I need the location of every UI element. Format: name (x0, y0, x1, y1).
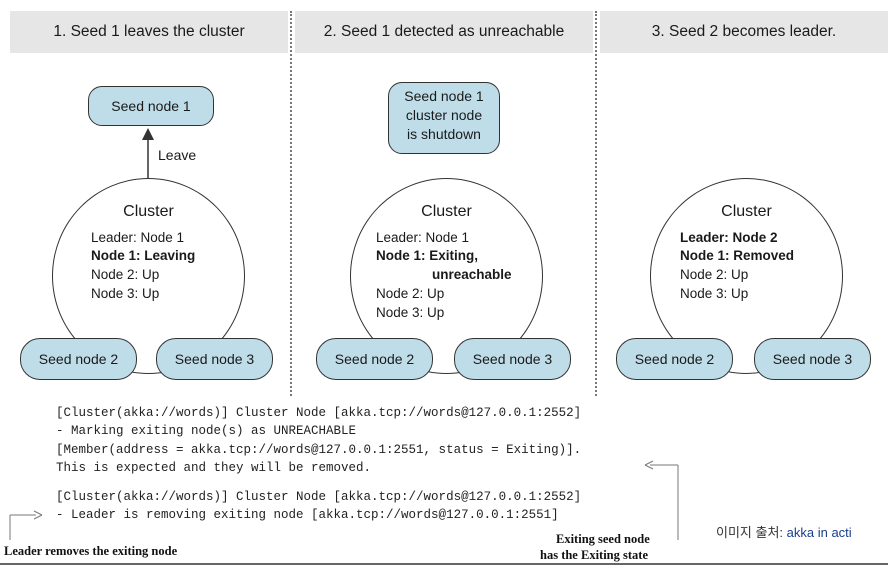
source-link[interactable]: akka in acti (786, 525, 852, 540)
log-line: - Marking exiting node(s) as UNREACHABLE (56, 424, 357, 438)
cluster-2-node2: Node 2: Up (376, 286, 445, 301)
panel-separator (290, 11, 292, 396)
cluster-3-leader: Leader: Node 2 (680, 230, 778, 245)
shutdown-line: cluster node (405, 107, 483, 123)
source-prefix: 이미지 출처: (716, 525, 787, 540)
seed-node-1-shutdown: Seed node 1 cluster node is shutdown (388, 82, 500, 154)
cluster-2-node1-unreachable: unreachable (432, 267, 512, 282)
exiting-annotation-line2: has the Exiting state (540, 548, 648, 562)
log-line: - Leader is removing exiting node [akka.… (56, 508, 559, 522)
cluster-2-title: Cluster (421, 203, 472, 220)
leader-pointer-head (33, 510, 43, 520)
panel-separator (595, 11, 597, 396)
log-line: [Member(address = akka.tcp://words@127.0… (56, 443, 582, 457)
cluster-2-node1: Node 1: Exiting, (376, 248, 479, 263)
cluster-2-leader: Leader: Node 1 (376, 230, 470, 245)
seed-node-3: Seed node 3 (754, 338, 871, 380)
cluster-3-node2: Node 2: Up (680, 267, 749, 282)
cluster-1-node1: Node 1: Leaving (91, 248, 196, 263)
panel-2-header: 2. Seed 1 detected as unreachable (295, 11, 593, 53)
shutdown-line: is shutdown (407, 126, 481, 142)
log-line: [Cluster(akka://words)] Cluster Node [ak… (56, 406, 582, 420)
cluster-3-node1: Node 1: Removed (680, 248, 795, 263)
seed-node-3: Seed node 3 (454, 338, 571, 380)
seed-node-3: Seed node 3 (156, 338, 273, 380)
log-line: This is expected and they will be remove… (56, 461, 372, 475)
cluster-3-node3: Node 3: Up (680, 286, 749, 301)
cluster-1-leader: Leader: Node 1 (91, 230, 185, 245)
log-line: [Cluster(akka://words)] Cluster Node [ak… (56, 490, 582, 504)
seed-node-2: Seed node 2 (616, 338, 733, 380)
cluster-3-title: Cluster (721, 203, 772, 220)
exiting-annotation-line1: Exiting seed node (556, 532, 650, 546)
shutdown-line: Seed node 1 (404, 88, 484, 104)
seed-node-2: Seed node 2 (316, 338, 433, 380)
leave-label: Leave (158, 147, 197, 163)
cluster-1-title: Cluster (123, 203, 174, 220)
leader-removes-annotation: Leader removes the exiting node (4, 544, 178, 558)
cluster-2-node3: Node 3: Up (376, 305, 445, 320)
seed-node-2: Seed node 2 (20, 338, 137, 380)
panel-1-header: 1. Seed 1 leaves the cluster (10, 11, 288, 53)
panel-3-header: 3. Seed 2 becomes leader. (600, 11, 888, 53)
exiting-pointer-head (644, 460, 654, 470)
cluster-1-node2: Node 2: Up (91, 267, 160, 282)
image-source-credit: 이미지 출처: akka in acti (716, 522, 852, 541)
seed-node-1: Seed node 1 (88, 86, 214, 126)
cluster-1-node3: Node 3: Up (91, 286, 160, 301)
